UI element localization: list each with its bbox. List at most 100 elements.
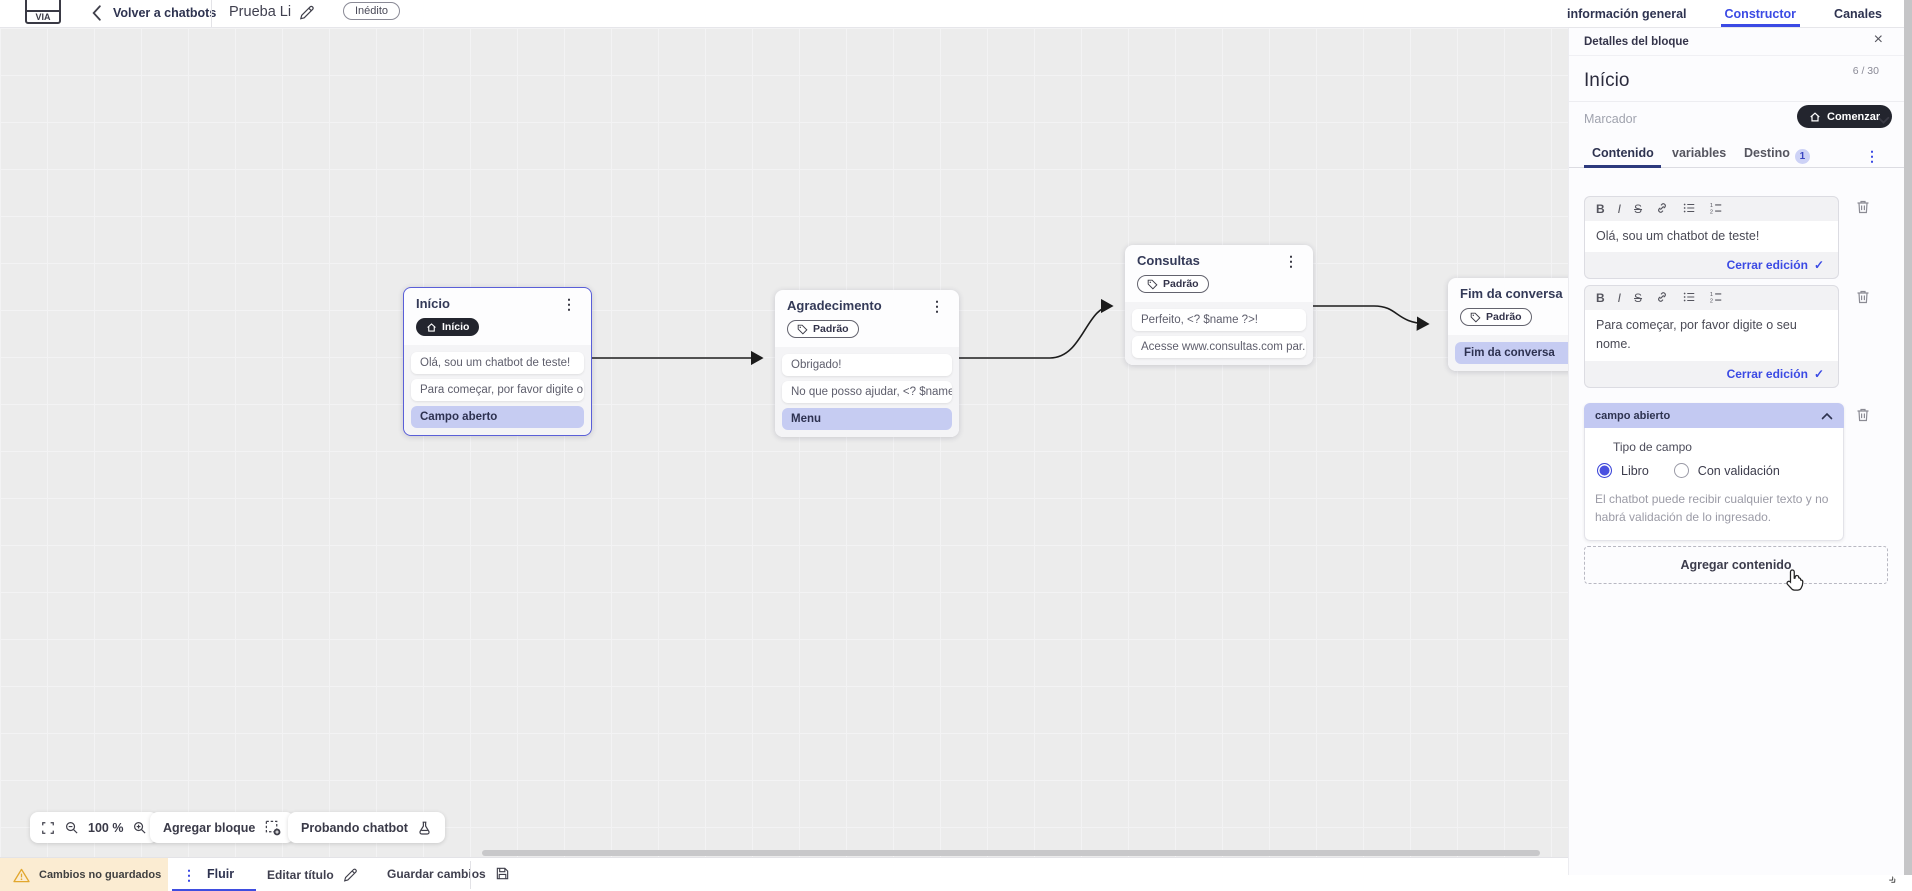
node-menu-kebab-icon[interactable]: ⋮ <box>930 297 944 314</box>
start-marker-button[interactable]: Comenzar <box>1797 105 1893 128</box>
node-fim-da-conversa[interactable]: Fim da conversa Padrão Fim da conversa <box>1448 278 1568 371</box>
destino-count-badge: 1 <box>1794 149 1810 164</box>
panel-kebab-icon[interactable]: ⋮ <box>1865 148 1879 164</box>
status-badge: Inédito <box>343 2 401 20</box>
add-content-button[interactable]: Agregar contenido <box>1584 546 1888 584</box>
fullscreen-icon <box>42 821 54 834</box>
node-consultas[interactable]: Consultas ⋮ Padrão Perfeito, <? $name ?>… <box>1125 245 1313 365</box>
flow-canvas[interactable]: Início ⋮ Início Olá, sou um chatbot de t… <box>0 28 1568 857</box>
italic-icon[interactable]: I <box>1617 202 1622 216</box>
bold-icon[interactable]: B <box>1596 202 1605 216</box>
zoom-out-button[interactable] <box>64 820 79 835</box>
vertical-scrollbar[interactable] <box>1904 0 1912 875</box>
warning-icon <box>13 868 30 882</box>
zoom-in-icon <box>134 822 147 834</box>
node-title: Consultas <box>1137 253 1200 268</box>
unsaved-changes-label: Cambios no guardados <box>39 869 162 881</box>
divider <box>1569 101 1905 102</box>
radio-con-validacion-label[interactable]: Con validación <box>1697 463 1780 478</box>
node-item[interactable]: Obrigado! <box>782 353 952 376</box>
svg-text:2: 2 <box>1710 209 1713 215</box>
back-button[interactable] <box>90 4 106 22</box>
tag-icon <box>1147 279 1158 289</box>
node-item[interactable]: No que posso ajudar, <? $name ... <box>782 380 952 403</box>
home-icon <box>1810 111 1820 121</box>
node-agradecimento[interactable]: Agradecimento ⋮ Padrão Obrigado! No que … <box>775 290 959 437</box>
add-block-label: Agregar bloque <box>163 820 256 835</box>
chevron-down-icon[interactable] <box>1877 112 1890 124</box>
flask-icon <box>419 821 430 835</box>
tab-constructor[interactable]: Constructor <box>1720 0 1800 27</box>
node-item-menu[interactable]: Menu <box>782 407 952 430</box>
home-icon <box>427 322 436 332</box>
chevron-up-icon <box>1821 412 1833 419</box>
node-type-badge: Padrão <box>1137 275 1209 293</box>
message-text-2[interactable]: Para começar, por favor digite o seu nom… <box>1585 310 1838 361</box>
link-icon[interactable] <box>1655 290 1669 306</box>
node-item[interactable]: Para começar, por favor digite o ... <box>411 378 584 401</box>
italic-icon[interactable]: I <box>1617 291 1622 305</box>
link-icon[interactable] <box>1655 201 1669 217</box>
radio-libro[interactable] <box>1597 463 1612 478</box>
open-field-section: campo abierto Tipo de campo Libro Con va… <box>1584 403 1844 541</box>
node-item[interactable]: Olá, sou um chatbot de teste! <box>411 351 584 374</box>
panel-title: Detalles del bloque <box>1584 36 1689 48</box>
radio-con-validacion[interactable] <box>1673 463 1689 478</box>
marker-input[interactable]: Marcador <box>1584 112 1637 126</box>
flow-kebab-icon[interactable]: ⋮ <box>182 867 196 883</box>
node-item-end[interactable]: Fim da conversa <box>1455 341 1568 364</box>
tab-informacion-general[interactable]: información general <box>1567 6 1687 21</box>
trash-icon[interactable] <box>1855 406 1871 424</box>
tab-fluir[interactable]: Fluir <box>207 867 235 881</box>
node-type-badge: Padrão <box>1460 308 1532 326</box>
save-changes-button[interactable]: Guardar cambios <box>387 866 510 881</box>
node-item[interactable]: Perfeito, <? $name ?>! <box>1132 308 1306 331</box>
fullscreen-button[interactable] <box>41 821 55 835</box>
app-logo[interactable]: VIA <box>25 0 61 24</box>
node-body: Fim da conversa <box>1448 334 1568 371</box>
bold-icon[interactable]: B <box>1596 291 1605 305</box>
field-type-options: Libro Con validación <box>1597 463 1833 478</box>
edit-title-pencil-icon[interactable] <box>299 4 315 20</box>
node-title: Agradecimento <box>787 298 882 313</box>
close-icon[interactable]: × <box>1873 31 1883 48</box>
add-block-button[interactable]: Agregar bloque <box>150 812 295 843</box>
save-icon <box>496 867 508 880</box>
tab-contenido[interactable]: Contenido <box>1592 146 1654 160</box>
tab-canales[interactable]: Canales <box>1834 6 1882 21</box>
open-field-title: campo abierto <box>1595 409 1671 422</box>
back-to-chatbots-label[interactable]: Volver a chatbots <box>113 6 217 20</box>
tab-variables[interactable]: variables <box>1672 146 1727 160</box>
bullet-list-icon[interactable] <box>1682 201 1696 217</box>
message-text-1[interactable]: Olá, sou um chatbot de teste! <box>1585 221 1838 253</box>
node-badge-label: Padrão <box>1486 311 1522 323</box>
close-edit-button[interactable]: Cerrar edición ✓ <box>1585 361 1838 387</box>
close-edit-button[interactable]: Cerrar edición ✓ <box>1585 252 1838 278</box>
node-menu-kebab-icon[interactable]: ⋮ <box>1284 252 1298 269</box>
chatbot-title[interactable]: Prueba Li <box>229 4 292 20</box>
block-name-input[interactable]: Início <box>1584 70 1630 91</box>
connector-edges <box>592 298 1430 366</box>
top-bar: VIA Volver a chatbots Prueba Li Inédito … <box>0 0 1912 28</box>
node-item[interactable]: Acesse www.consultas.com par... <box>1132 335 1306 358</box>
pencil-icon <box>343 868 357 882</box>
trash-icon[interactable] <box>1855 288 1871 306</box>
node-menu-kebab-icon[interactable]: ⋮ <box>562 295 576 312</box>
bullet-list-icon[interactable] <box>1682 290 1696 306</box>
open-field-header[interactable]: campo abierto <box>1584 403 1844 428</box>
test-chatbot-button[interactable]: Probando chatbot <box>288 812 445 843</box>
edit-title-button[interactable]: Editar título <box>267 867 358 882</box>
strikethrough-icon[interactable]: S <box>1634 202 1643 216</box>
canvas-horizontal-scrollbar[interactable] <box>482 850 1540 856</box>
test-chatbot-wrapper: Probando chatbot <box>288 812 445 843</box>
zoom-in-button[interactable] <box>132 820 147 835</box>
node-inicio[interactable]: Início ⋮ Início Olá, sou um chatbot de t… <box>403 287 592 436</box>
node-title: Fim da conversa <box>1460 286 1563 301</box>
trash-icon[interactable] <box>1855 198 1871 216</box>
strikethrough-icon[interactable]: S <box>1634 291 1643 305</box>
node-item-open-field[interactable]: Campo aberto <box>411 405 584 428</box>
radio-libro-label[interactable]: Libro <box>1621 463 1649 478</box>
